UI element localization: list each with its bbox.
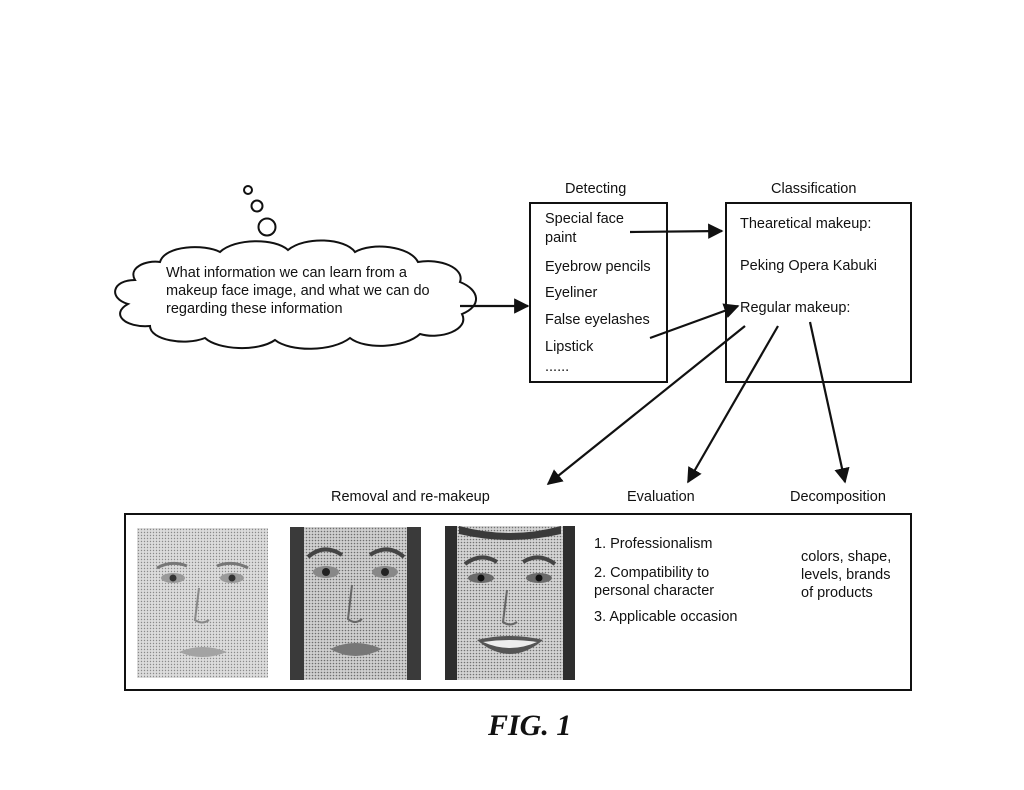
thought-cloud — [114, 239, 477, 350]
detecting-box — [529, 202, 668, 383]
evaluation-item-compatibility: 2. Compatibility to — [594, 565, 710, 581]
detecting-item-eyeliner: Eyeliner — [545, 285, 598, 301]
detecting-item-special-face: Special face — [545, 211, 624, 227]
arrow-eyelashes-to-regular — [649, 303, 740, 340]
face-image-no-makeup — [137, 528, 268, 678]
detecting-item-false-eyelashes: False eyelashes — [545, 312, 650, 328]
arrow-regular-to-evaluation — [687, 325, 779, 484]
face-image-remakeup — [445, 526, 575, 680]
detecting-item-eyebrow-pencils: Eyebrow pencils — [545, 259, 651, 275]
decomposition-item-1: colors, shape, — [801, 549, 892, 565]
thought-line-3: regarding these information — [166, 301, 343, 317]
arrow-regular-to-decomposition — [808, 321, 850, 484]
classification-regular: Regular makeup: — [740, 300, 851, 316]
classification-theoretical: Thearetical makeup: — [740, 216, 872, 232]
thought-line-2: makeup face image, and what we can do — [166, 283, 430, 299]
arrow-regular-to-removal — [546, 325, 746, 485]
thought-line-1: What information we can learn from a — [166, 265, 407, 281]
face-image-removal — [290, 527, 421, 680]
thought-bubble-medium — [250, 199, 264, 213]
thought-bubble-small — [243, 185, 253, 195]
detecting-item-ellipsis: ...... — [545, 359, 570, 375]
detecting-title: Detecting — [565, 181, 627, 197]
thought-bubble-large — [257, 217, 277, 237]
output-box — [124, 513, 912, 691]
classification-peking-kabuki: Peking Opera Kabuki — [740, 258, 878, 274]
removal-label: Removal and re-makeup — [331, 489, 490, 505]
evaluation-item-professionalism: 1. Professionalism — [594, 536, 713, 552]
arrow-facepaint-to-theoretical — [629, 223, 724, 239]
decomposition-item-2: levels, brands — [801, 567, 891, 583]
detecting-item-lipstick: Lipstick — [545, 339, 594, 355]
classification-box — [725, 202, 912, 383]
evaluation-item-personal-character: personal character — [594, 583, 715, 599]
classification-title: Classification — [771, 181, 857, 197]
evaluation-item-occasion: 3. Applicable occasion — [594, 609, 738, 625]
figure-label: FIG. 1 — [488, 709, 572, 742]
evaluation-label: Evaluation — [627, 489, 695, 505]
decomposition-item-3: of products — [801, 585, 873, 601]
decomposition-label: Decomposition — [790, 489, 886, 505]
detecting-item-paint: paint — [545, 230, 577, 246]
